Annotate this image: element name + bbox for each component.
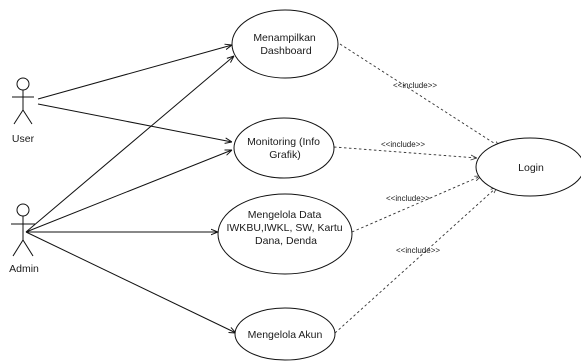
use-case-mengelola-akun: Mengelola Akun: [234, 307, 336, 361]
svg-text:Monitoring (Info Grafik): Monitoring (Info Grafik): [247, 136, 323, 161]
use-case-kelola-data-line-2: IWKBU,IWKL, SW, Kartu: [226, 222, 342, 234]
assoc-admin-dashboard: [25, 56, 234, 233]
use-case-kelola-akun-label: Mengelola Akun: [248, 329, 323, 341]
include-label-kelola-data: <<include>>: [386, 194, 430, 203]
svg-text:Mengelola Data IWKBU,IWK: Mengelola Data IWKBU,IWKL, SW, Kartu Dan…: [226, 209, 345, 247]
include-kelola-data-login: [351, 175, 481, 233]
include-label-dashboard: <<include>>: [393, 81, 437, 90]
use-case-login-label: Login: [518, 162, 544, 174]
stick-figure-icon: [11, 203, 35, 257]
include-label-kelola-akun: <<include>>: [396, 246, 440, 255]
assoc-user-monitoring: [37, 103, 232, 142]
use-case-mengelola-data: Mengelola Data IWKBU,IWKL, SW, Kartu Dan…: [217, 193, 353, 275]
use-case-kelola-data-line-1: Mengelola Data: [248, 209, 322, 221]
assoc-user-dashboard: [37, 45, 232, 100]
assoc-admin-monitoring: [25, 150, 232, 233]
use-case-monitoring: Monitoring (Info Grafik): [233, 117, 335, 179]
actor-user: User: [12, 77, 35, 145]
svg-text:Menampilkan Dashboard: Menampilkan Dashboard: [253, 32, 318, 57]
stick-figure-icon: [12, 77, 34, 125]
include-label-monitoring: <<include>>: [381, 140, 425, 149]
include-kelola-akun-login: [334, 187, 497, 334]
actor-user-label: User: [12, 133, 35, 145]
use-case-login: Login: [475, 137, 581, 197]
use-case-dashboard-line-2: Dashboard: [260, 45, 312, 57]
assoc-admin-kelola-akun: [25, 231, 236, 333]
use-case-kelola-data-line-3: Dana, Denda: [255, 235, 317, 247]
use-case-monitoring-line-2: Grafik): [269, 149, 301, 161]
actor-admin: Admin: [9, 203, 39, 275]
use-case-dashboard-line-1: Menampilkan: [253, 32, 316, 44]
include-monitoring-login: [333, 146, 477, 158]
include-dashboard-login: [339, 43, 500, 147]
actor-admin-label: Admin: [9, 263, 39, 275]
use-case-monitoring-line-1: Monitoring (Info: [247, 136, 320, 148]
use-case-menampilkan-dashboard: Menampilkan Dashboard: [231, 9, 339, 79]
